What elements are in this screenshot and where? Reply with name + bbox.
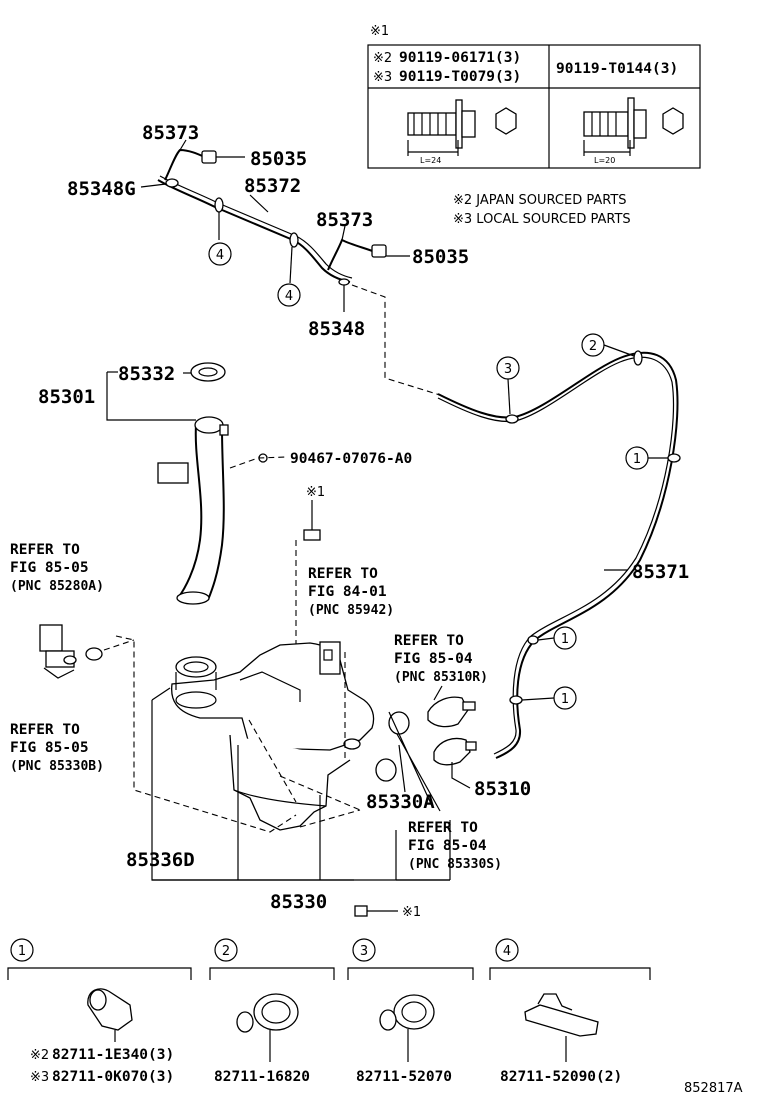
svg-text:REFER TO: REFER TO	[10, 722, 80, 738]
clamp-panel-4: 4 82711-52090(2)	[489, 938, 651, 1085]
refer-85942: REFER TO FIG 84-01 (PNC 85942)	[308, 566, 394, 618]
label-90467: 90467-07076-A0	[290, 451, 412, 467]
svg-text:(PNC 85310R): (PNC 85310R)	[394, 670, 488, 685]
svg-text:82711-52090(2): 82711-52090(2)	[500, 1069, 622, 1085]
label-85371: 85371	[632, 561, 689, 583]
callout-2: 2	[581, 333, 635, 357]
svg-text:(PNC 85330B): (PNC 85330B)	[10, 759, 104, 774]
svg-text:4: 4	[285, 289, 293, 304]
svg-text:FIG 84-01: FIG 84-01	[308, 584, 387, 600]
svg-text:(PNC 85280A): (PNC 85280A)	[10, 579, 104, 594]
label-85373-lower: 85373	[316, 209, 373, 231]
pump-85280a	[39, 624, 103, 679]
label-85332: 85332	[118, 363, 175, 385]
svg-text:FIG 85-04: FIG 85-04	[408, 838, 487, 854]
svg-text:FIG 85-05: FIG 85-05	[10, 740, 89, 756]
callout-1-b: 1	[537, 626, 577, 650]
label-85310: 85310	[474, 778, 531, 800]
refer-85310r: REFER TO FIG 85-04 (PNC 85310R)	[394, 633, 488, 685]
right-part-number: 90119-T0144(3)	[556, 61, 678, 77]
note-japan-sourced: ※2 JAPAN SOURCED PARTS	[453, 193, 627, 208]
clamp-panel-3: 3 82711-52070	[347, 938, 474, 1085]
bolt-left-drawing: L=24	[407, 99, 517, 165]
svg-text:1: 1	[633, 452, 641, 467]
sensor-85942	[319, 641, 341, 675]
svg-text:(PNC 85942): (PNC 85942)	[308, 603, 394, 618]
callout-1-c: 1	[521, 686, 577, 710]
svg-text:4: 4	[216, 248, 224, 263]
rear-hose-assembly	[140, 139, 410, 312]
label-85301: 85301	[38, 386, 95, 408]
svg-text:REFER TO: REFER TO	[308, 566, 378, 582]
row2-part-number: 90119-T0079(3)	[399, 69, 521, 85]
row1-part-number: 90119-06171(3)	[399, 50, 521, 66]
svg-text:3: 3	[504, 362, 512, 377]
dashed-link-rear	[351, 284, 441, 396]
callout-4-a: 4	[208, 242, 232, 266]
refer-85330s: REFER TO FIG 85-04 (PNC 85330S)	[408, 820, 502, 872]
svg-text:1: 1	[18, 944, 26, 959]
refer-85280a: REFER TO FIG 85-05 (PNC 85280A)	[10, 542, 104, 594]
row1-mark: ※2	[373, 51, 392, 66]
nozzle-85035-lower	[371, 244, 410, 258]
svg-text:2: 2	[589, 339, 597, 354]
main-hose-85371	[437, 350, 681, 759]
cap-85332	[190, 362, 226, 382]
svg-text:REFER TO: REFER TO	[394, 633, 464, 649]
label-85373-upper: 85373	[142, 122, 199, 144]
fastener-table-frame	[367, 44, 701, 169]
svg-text:1: 1	[561, 692, 569, 707]
svg-text:82711-16820: 82711-16820	[214, 1069, 310, 1085]
svg-text:82711-52070: 82711-52070	[356, 1069, 452, 1085]
callout-4-b: 4	[277, 283, 301, 307]
right-length-label: L=20	[594, 156, 615, 165]
label-85336d: 85336D	[126, 849, 195, 871]
label-85330: 85330	[270, 891, 327, 913]
label-85372: 85372	[244, 175, 301, 197]
filler-neck-85301	[157, 362, 268, 605]
grommet-85330a	[375, 711, 441, 812]
svg-text:FIG 85-05: FIG 85-05	[10, 560, 89, 576]
fastener-table: ※1 ※2 90119-06171(3) ※3 90119-T0079(3) 9…	[367, 24, 701, 169]
svg-text:82711-0K070(3): 82711-0K070(3)	[52, 1069, 174, 1085]
svg-text:3: 3	[360, 944, 368, 959]
label-85035-upper: 85035	[250, 148, 307, 170]
left-length-label: L=24	[420, 156, 441, 165]
callout-3: 3	[496, 356, 520, 415]
svg-text:FIG 85-04: FIG 85-04	[394, 651, 473, 667]
callout-1-a: 1	[625, 446, 668, 470]
note-local-sourced: ※3 LOCAL SOURCED PARTS	[453, 212, 631, 227]
label-85348: 85348	[308, 318, 365, 340]
label-85035-lower: 85035	[412, 246, 469, 268]
svg-text:※3: ※3	[30, 1070, 49, 1085]
svg-text:(PNC 85330S): (PNC 85330S)	[408, 857, 502, 872]
row2-mark: ※3	[373, 70, 392, 85]
svg-text:1: 1	[561, 632, 569, 647]
bolt-right-drawing: L=20	[583, 97, 684, 165]
washer-tank-85330	[170, 641, 375, 831]
clamp-panel-2: 2 82711-16820	[209, 938, 335, 1085]
clamp-panel-1: 1 ※2 82711-1E340(3) ※3 82711-0K070(3)	[7, 938, 192, 1085]
label-bottom-ref1: ※1	[402, 905, 421, 920]
svg-text:82711-1E340(3): 82711-1E340(3)	[52, 1047, 174, 1063]
figure-id: 852817A	[684, 1081, 743, 1096]
label-85348g: 85348G	[67, 178, 136, 200]
svg-text:2: 2	[222, 944, 230, 959]
pump-85310	[427, 696, 477, 789]
svg-text:4: 4	[503, 944, 511, 959]
svg-text:REFER TO: REFER TO	[10, 542, 80, 558]
svg-text:※2: ※2	[30, 1048, 49, 1063]
bolt-bottom	[354, 905, 368, 917]
svg-text:REFER TO: REFER TO	[408, 820, 478, 836]
fastener-table-ref-mark: ※1	[370, 24, 389, 39]
bracket-85301	[106, 396, 196, 421]
nozzle-85035-upper	[201, 150, 245, 164]
label-85330a: 85330A	[366, 791, 435, 813]
refer-85330b: REFER TO FIG 85-05 (PNC 85330B)	[10, 722, 104, 774]
label-bolt-ref1: ※1	[306, 485, 325, 500]
